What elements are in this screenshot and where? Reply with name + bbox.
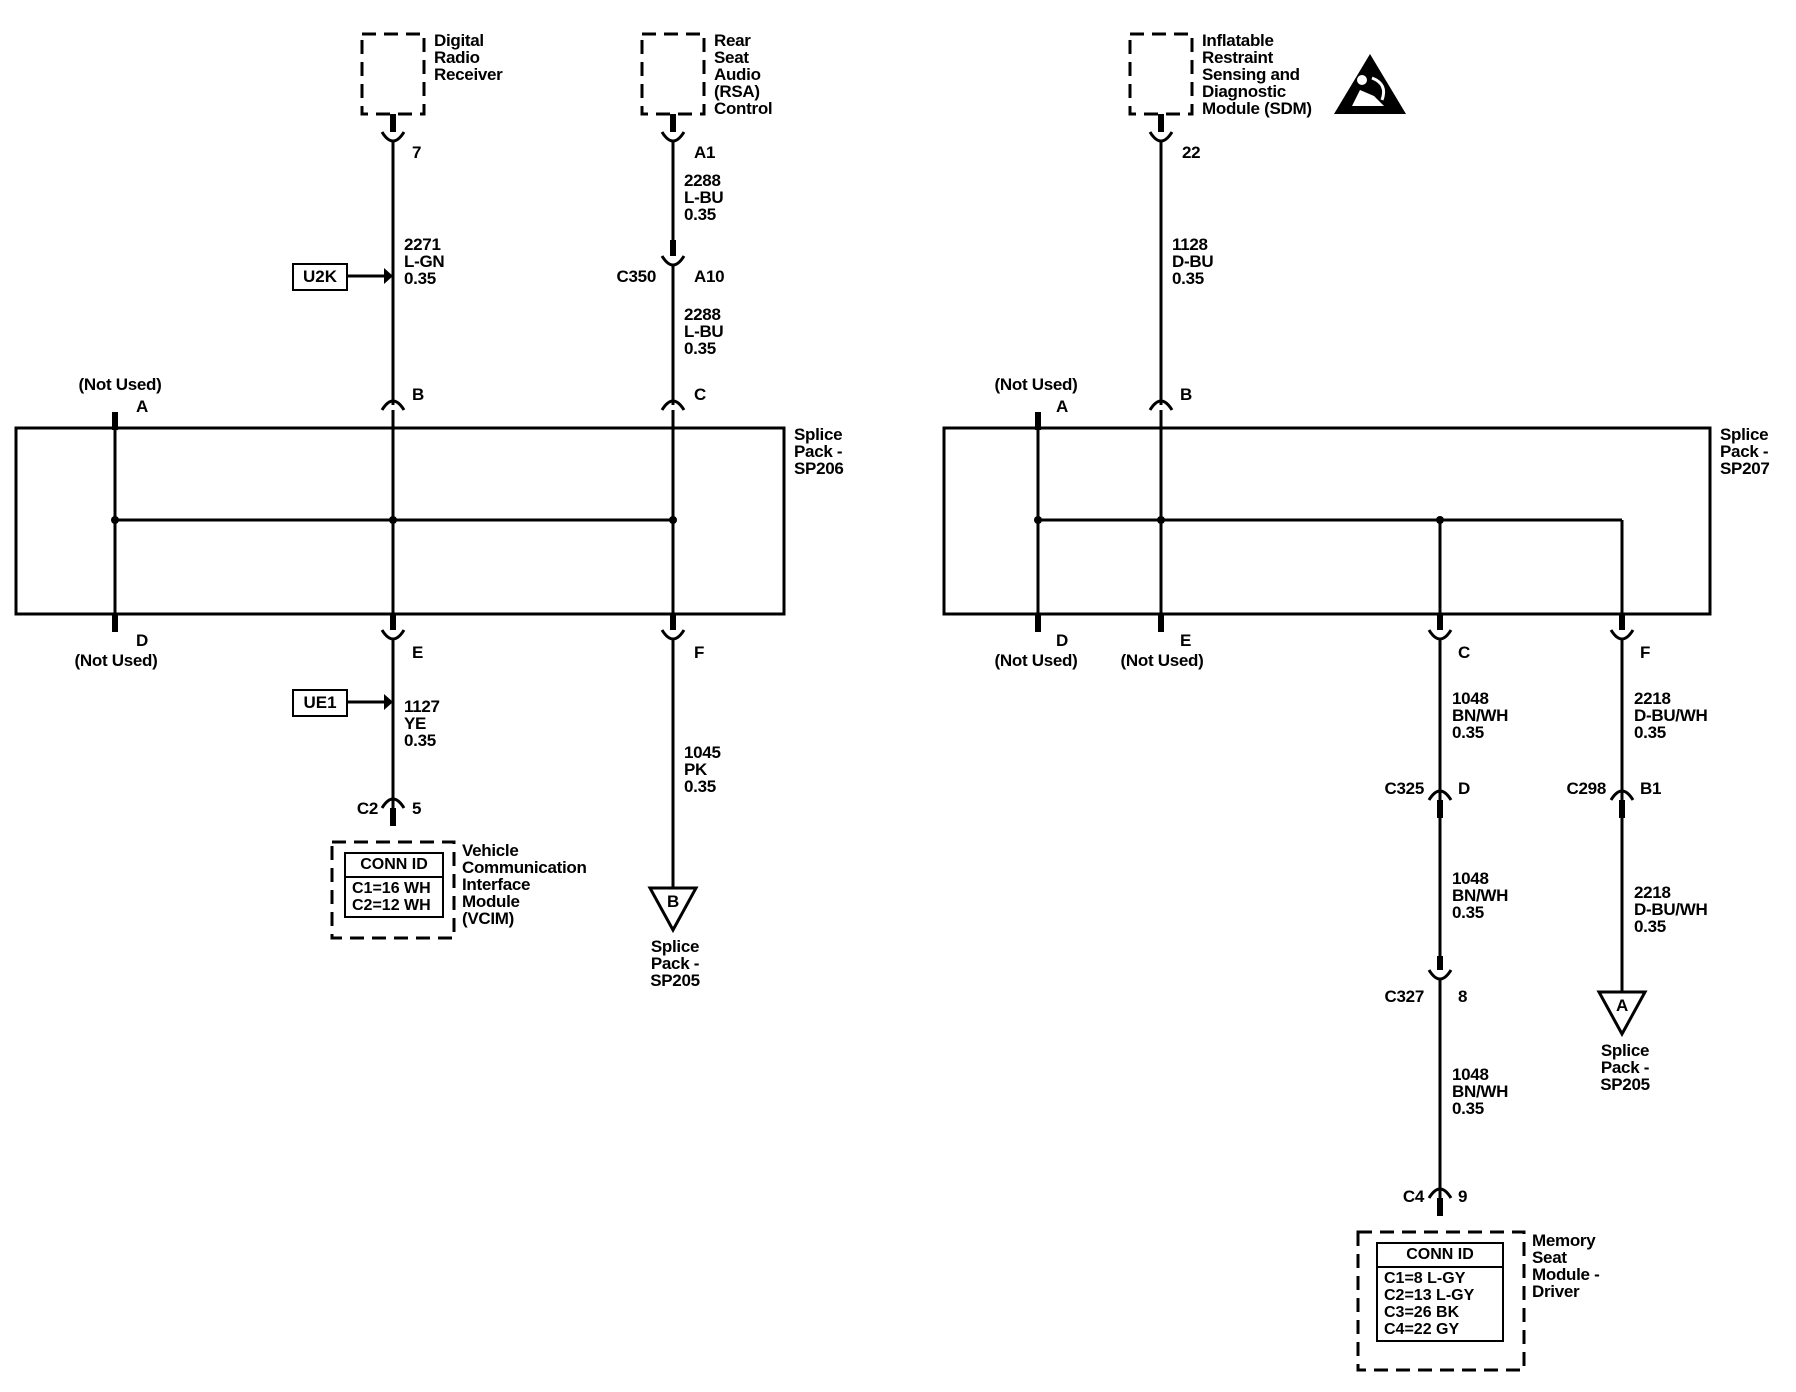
- c298-pin-label: B1: [1640, 779, 1662, 798]
- rsa-pin-symbol: [660, 131, 686, 143]
- vcim-pin-label: 5: [412, 799, 422, 818]
- c4-connector-label: C4: [1402, 1187, 1424, 1206]
- vcim-box: [330, 840, 456, 940]
- wire-1128-label: 1128 D-BU 0.35: [1172, 235, 1214, 288]
- sp206-not-used-d: (Not Used): [74, 651, 158, 670]
- sp207-not-used-d: (Not Used): [994, 651, 1078, 670]
- sdm-pin-symbol: [1148, 131, 1174, 143]
- c298-connector-label: C298: [1566, 779, 1607, 798]
- c350-pin-symbol: [660, 255, 686, 267]
- rsa-control-label: Rear Seat Audio (RSA) Control: [714, 31, 773, 118]
- wire-2288-bottom-label: 2288 L-BU 0.35: [684, 305, 724, 358]
- memory-seat-module-box: [1356, 1230, 1526, 1372]
- ue1-reference-box[interactable]: UE1: [292, 689, 348, 717]
- sdm-pin-label: 22: [1182, 143, 1201, 162]
- splice-pack-sp205-b-label: Splice Pack - SP205: [650, 937, 700, 990]
- splice-pack-sp205-a-label: Splice Pack - SP205: [1600, 1041, 1650, 1094]
- c350-connector-label: C350: [616, 267, 657, 286]
- wire-1045-label: 1045 PK 0.35: [684, 743, 721, 796]
- sp207-pin-f: F: [1640, 643, 1651, 662]
- wire-2288-top-label: 2288 L-BU 0.35: [684, 171, 724, 224]
- c327-pin-label: 8: [1458, 987, 1468, 1006]
- offpage-b-letter: B: [667, 892, 679, 911]
- sp206-pin-e: E: [412, 643, 424, 662]
- wire-2218-1-label: 2218 D-BU/WH 0.35: [1634, 689, 1708, 742]
- sp207-not-used-e: (Not Used): [1120, 651, 1204, 670]
- sp206-pin-b: B: [412, 385, 424, 404]
- digital-radio-receiver-box: [360, 32, 426, 116]
- radio-pin-symbol: [380, 131, 406, 143]
- sp207-pin-b: B: [1180, 385, 1192, 404]
- vcim-conn-id-header: CONN ID: [346, 854, 442, 878]
- sp206-not-used-a: (Not Used): [78, 375, 162, 394]
- wire-1048-1-label: 1048 BN/WH 0.35: [1452, 689, 1509, 742]
- memory-seat-module-label: Memory Seat Module - Driver: [1532, 1231, 1600, 1301]
- offpage-a-letter: A: [1616, 996, 1628, 1015]
- vcim-conn-id-rows: C1=16 WH C2=12 WH: [352, 880, 431, 914]
- sp207-pin-d: D: [1056, 631, 1068, 650]
- splice-pack-sp206-box: [14, 426, 786, 616]
- vcim-label: Vehicle Communication Interface Module (…: [462, 841, 587, 928]
- sp206-pin-d: D: [136, 631, 148, 650]
- sdm-box: [1128, 32, 1194, 116]
- c350-pin-label: A10: [694, 267, 725, 286]
- wire-2218-2-label: 2218 D-BU/WH 0.35: [1634, 883, 1708, 936]
- sp207-pin-c: C: [1458, 643, 1470, 662]
- sp207-not-used-a: (Not Used): [994, 375, 1078, 394]
- wire-2271-label: 2271 L-GN 0.35: [404, 235, 445, 288]
- wire-1127-label: 1127 YE 0.35: [404, 697, 440, 750]
- offpage-connector-a: [1596, 990, 1648, 1038]
- sdm-label: Inflatable Restraint Sensing and Diagnos…: [1202, 31, 1312, 118]
- u2k-reference-box[interactable]: U2K: [292, 263, 348, 291]
- msm-conn-id-table: CONN ID C1=8 L-GY C2=13 L-GY C3=26 BK C4…: [1376, 1242, 1504, 1342]
- sp206-pin-a: A: [136, 397, 148, 416]
- digital-radio-receiver-label: Digital Radio Receiver: [434, 31, 503, 84]
- c325-connector-label: C325: [1384, 779, 1425, 798]
- sp206-pin-f: F: [694, 643, 705, 662]
- airbag-warning-icon: [1334, 54, 1406, 114]
- wire-1048-3-label: 1048 BN/WH 0.35: [1452, 1065, 1509, 1118]
- rsa-pin-label: A1: [694, 143, 716, 162]
- vcim-conn-id-table: CONN ID C1=16 WH C2=12 WH: [344, 852, 444, 918]
- c2-connector-label: C2: [356, 799, 378, 818]
- msm-conn-id-header: CONN ID: [1378, 1244, 1502, 1268]
- sp206-pin-c: C: [694, 385, 706, 404]
- rsa-control-box: [640, 32, 706, 116]
- c325-pin-label: D: [1458, 779, 1470, 798]
- msm-conn-id-rows: C1=8 L-GY C2=13 L-GY C3=26 BK C4=22 GY: [1384, 1270, 1475, 1338]
- offpage-connector-b: [647, 886, 699, 934]
- wire-1048-2-label: 1048 BN/WH 0.35: [1452, 869, 1509, 922]
- splice-pack-sp207-label: Splice Pack - SP207: [1720, 425, 1770, 478]
- splice-pack-sp207-box: [942, 426, 1712, 616]
- msm-pin-label: 9: [1458, 1187, 1468, 1206]
- c327-connector-label: C327: [1384, 987, 1425, 1006]
- radio-pin-label: 7: [412, 143, 422, 162]
- sp207-pin-e: E: [1180, 631, 1192, 650]
- sp207-pin-a: A: [1056, 397, 1068, 416]
- splice-pack-sp206-label: Splice Pack - SP206: [794, 425, 844, 478]
